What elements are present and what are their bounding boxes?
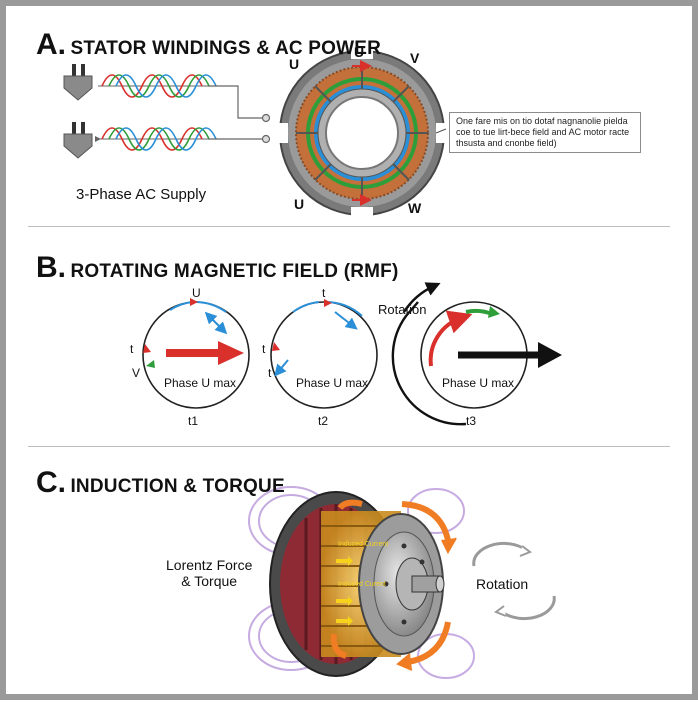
plug-icon [63, 64, 93, 101]
rmf-caption: t3 [466, 414, 477, 428]
callout-line: thsusta and cnonbe field) [456, 138, 557, 148]
plug-icon [63, 122, 93, 159]
phase-label-u: U [289, 56, 300, 72]
lorentz-force-label: Lorentz Force & Torque [166, 557, 253, 589]
phase-label-u: U [354, 44, 365, 60]
rmf-caption: t2 [318, 414, 329, 428]
rmf-center-label: Phase U max [164, 376, 237, 390]
rmf-center-label: Phase U max [296, 376, 369, 390]
section-c-title: C. INDUCTION & TORQUE [36, 466, 285, 499]
section-divider [28, 226, 670, 227]
rmf-diagram-t2 [270, 299, 378, 409]
rmf-diagram-t3 [391, 282, 562, 426]
rmf-marker: t [262, 342, 266, 356]
supply-leads [208, 85, 271, 144]
diagram-canvas [63, 49, 562, 679]
rotation-label: Rotation [476, 576, 529, 592]
section-divider [28, 446, 670, 447]
rotation-icon [472, 541, 556, 621]
induced-current-label: Induced Curent [338, 581, 386, 588]
induced-current-label: Induced Current [338, 541, 389, 548]
rmf-marker: t [268, 366, 272, 380]
phase-label-w: W [408, 200, 422, 216]
rmf-diagram-t1 [142, 298, 250, 409]
stator-callout: One fare mis on tio dotaf nagnanolie pie… [449, 112, 641, 153]
stator-windings [278, 49, 447, 217]
supply-label: 3-Phase AC Supply [76, 186, 207, 203]
callout-line: coe to tue lirt-bece field and AC motor … [456, 127, 630, 137]
ac-waveform-row-2 [95, 127, 217, 151]
rmf-marker: U [192, 286, 201, 300]
ac-waveform-row-1 [98, 74, 217, 98]
phase-label-u: U [294, 196, 305, 212]
rmf-center-label: Phase U max [442, 376, 515, 390]
section-a-title: A. STATOR WINDINGS & AC POWER [36, 28, 382, 61]
rmf-marker: t [322, 286, 326, 300]
rmf-caption: t1 [188, 414, 199, 428]
phase-label-v: V [410, 50, 420, 66]
induction-motor [269, 491, 445, 677]
rmf-marker: t [130, 342, 134, 356]
section-b-title: B. ROTATING MAGNETIC FIELD (RMF) [36, 251, 399, 284]
callout-line: One fare mis on tio dotaf nagnanolie pie… [456, 116, 628, 126]
rotation-label: Rotation [378, 302, 427, 317]
rmf-marker: V [132, 366, 141, 380]
torque-arrows [330, 499, 457, 671]
